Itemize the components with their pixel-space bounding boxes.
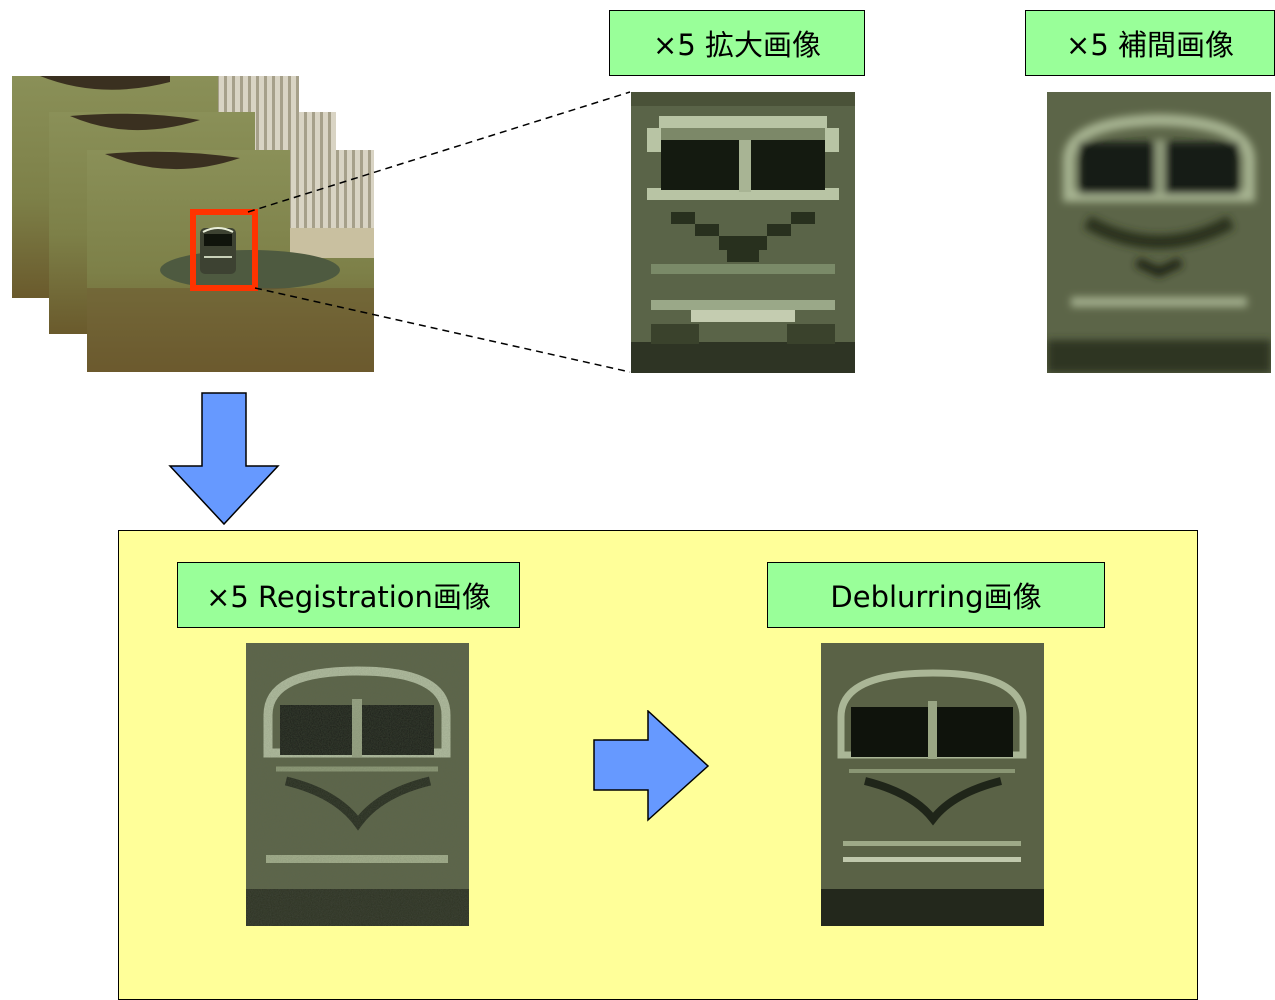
label-deblurring-text: Deblurring画像 (830, 580, 1042, 614)
label-deblurring-image: Deblurring画像 (767, 562, 1105, 628)
arrow-down-icon (168, 392, 280, 526)
arrow-right-icon (593, 710, 710, 822)
input-frame-stack (12, 76, 374, 372)
zoomed-bus-image (631, 92, 855, 373)
label-zoom-image: ×5 拡大画像 (609, 10, 865, 76)
registration-bus-image (246, 643, 469, 926)
label-zoom-text: ×5 拡大画像 (653, 28, 821, 62)
label-interpolated-image: ×5 補間画像 (1025, 10, 1275, 76)
label-registration-text: ×5 Registration画像 (206, 580, 491, 614)
label-registration-image: ×5 Registration画像 (177, 562, 520, 628)
label-interpolated-text: ×5 補間画像 (1066, 28, 1234, 62)
video-frame-front (87, 150, 374, 372)
zoom-guide-lines (247, 91, 631, 373)
deblurred-bus-image (821, 643, 1044, 926)
interpolated-bus-image (1047, 92, 1271, 373)
region-highlight (190, 209, 258, 291)
